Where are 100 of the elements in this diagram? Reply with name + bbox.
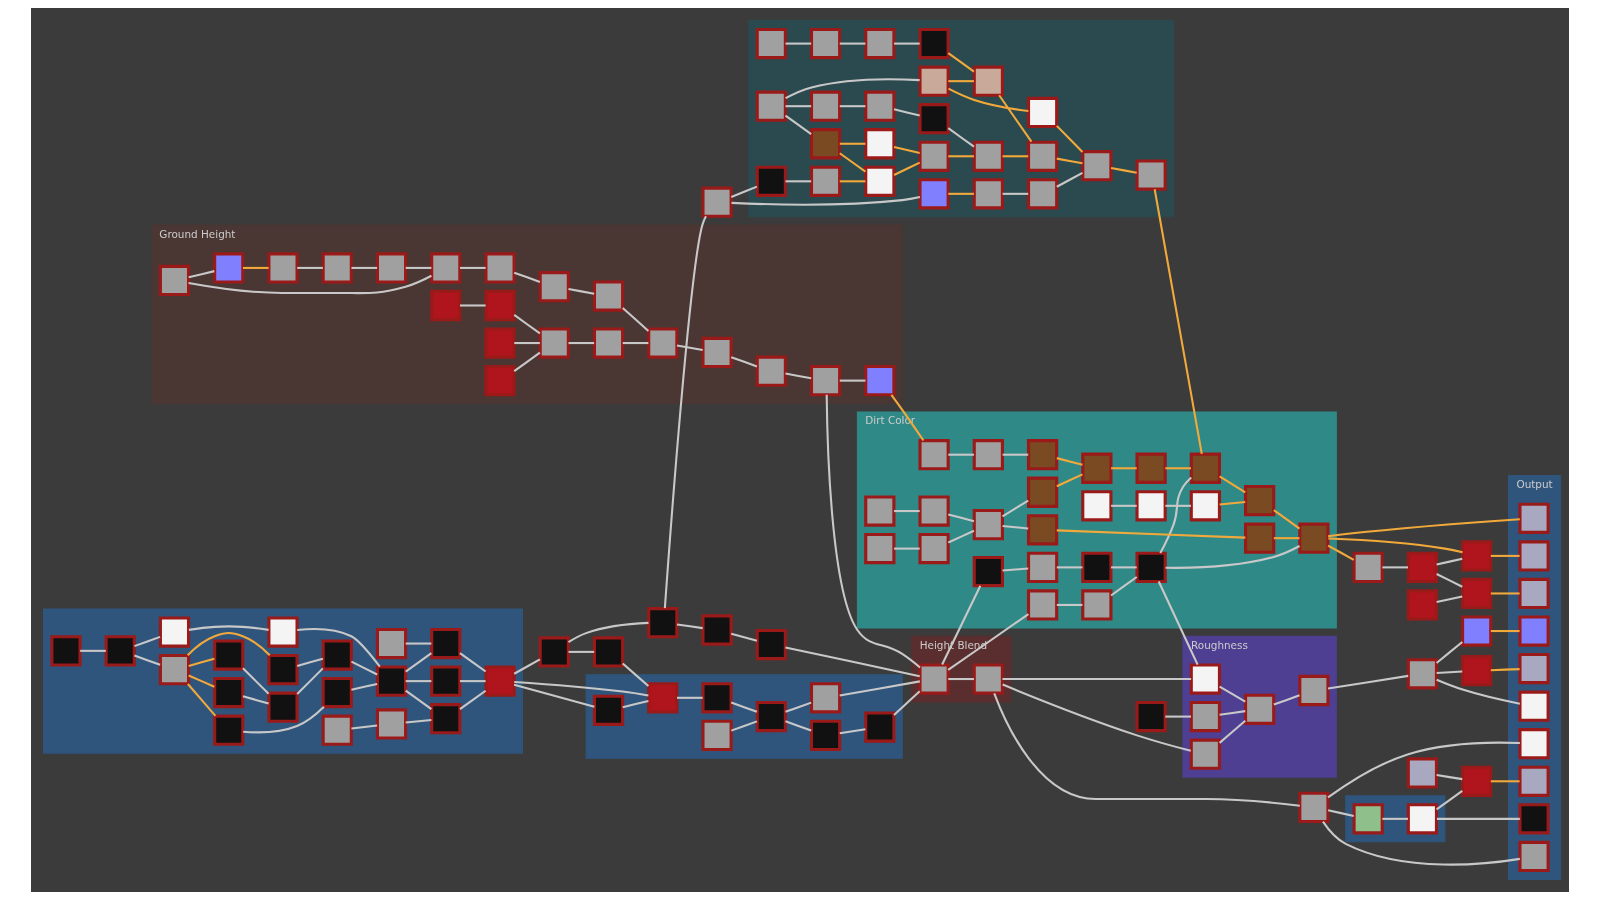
connector [1382, 566, 1408, 569]
node-box [972, 508, 1004, 541]
connector [839, 180, 866, 183]
node-box [864, 711, 896, 743]
node-box [1352, 803, 1384, 835]
node-box [1518, 577, 1550, 610]
node-box [1135, 700, 1167, 733]
node-box [538, 327, 570, 359]
connector [947, 52, 975, 73]
node-box [1026, 140, 1059, 172]
connector [1056, 473, 1083, 488]
connector [894, 42, 920, 45]
node-box [430, 252, 462, 284]
connector [188, 274, 432, 295]
connector [1273, 537, 1300, 540]
connector [676, 344, 703, 352]
connector [893, 145, 920, 155]
node-box [647, 607, 679, 639]
node-box [158, 264, 191, 297]
node-box [809, 682, 842, 714]
connector [1436, 670, 1463, 675]
connector [513, 314, 541, 335]
connector [405, 680, 432, 683]
node-box [864, 90, 896, 122]
connector [1002, 567, 1029, 572]
connector [1165, 504, 1191, 507]
node-box [1298, 791, 1330, 824]
connector [622, 662, 650, 687]
node-box [755, 165, 787, 197]
node-box [321, 639, 353, 671]
node-box [972, 555, 1004, 588]
connector [1219, 475, 1246, 494]
node-box [701, 682, 733, 714]
connector [1219, 685, 1246, 703]
connector [1159, 476, 1192, 554]
connector [948, 192, 974, 195]
connector [567, 621, 649, 644]
connector [1436, 774, 1463, 781]
node-box [1243, 522, 1276, 554]
connector [1218, 719, 1246, 744]
connector [568, 288, 595, 295]
connector [405, 719, 432, 724]
connector [948, 87, 1029, 113]
connector [1327, 741, 1520, 799]
node-box [1026, 551, 1059, 584]
connector [785, 372, 812, 380]
connector [242, 266, 269, 269]
connector [1436, 557, 1463, 566]
node-box [755, 355, 787, 387]
connector [1153, 189, 1203, 455]
node-box [538, 636, 570, 668]
node-box [1081, 551, 1113, 584]
connector [513, 351, 541, 372]
connector [134, 635, 161, 648]
node-box [213, 639, 245, 671]
node-box [809, 719, 842, 752]
node-box [484, 665, 516, 697]
node-box [809, 128, 842, 160]
connector [1490, 630, 1520, 633]
node-box [1081, 452, 1113, 484]
connector [947, 529, 975, 544]
node-box [647, 327, 679, 359]
connector [459, 680, 486, 683]
connector [993, 692, 1300, 807]
node-box [321, 676, 353, 709]
node-box [809, 364, 842, 397]
connector [663, 215, 707, 609]
node-box [321, 714, 353, 746]
node-box [1026, 96, 1059, 129]
connector [1435, 641, 1463, 664]
node-box [1518, 615, 1550, 647]
connector [1436, 790, 1463, 811]
node-box [1189, 738, 1221, 770]
connector [1436, 817, 1520, 820]
connector [1056, 125, 1084, 153]
connector [1328, 537, 1463, 554]
node-box [430, 665, 462, 697]
node-box [755, 27, 787, 60]
connector [1111, 467, 1137, 470]
node-box [1518, 765, 1550, 797]
connector [948, 453, 974, 456]
connector [785, 701, 812, 713]
node-box [484, 327, 516, 359]
node-box [918, 178, 950, 210]
connector [1056, 529, 1246, 539]
connector [894, 510, 920, 513]
connector [187, 683, 217, 717]
node-box [1298, 674, 1330, 707]
node-box [1243, 693, 1276, 725]
connector [839, 728, 866, 735]
node-box [1026, 514, 1059, 546]
node-box [918, 439, 950, 471]
connector [1002, 499, 1029, 518]
node-box [375, 708, 408, 740]
cluster [1345, 795, 1446, 843]
connector [1056, 157, 1083, 165]
connector [459, 689, 487, 711]
connector [825, 394, 921, 669]
connector [839, 680, 921, 697]
connector [1056, 566, 1083, 569]
